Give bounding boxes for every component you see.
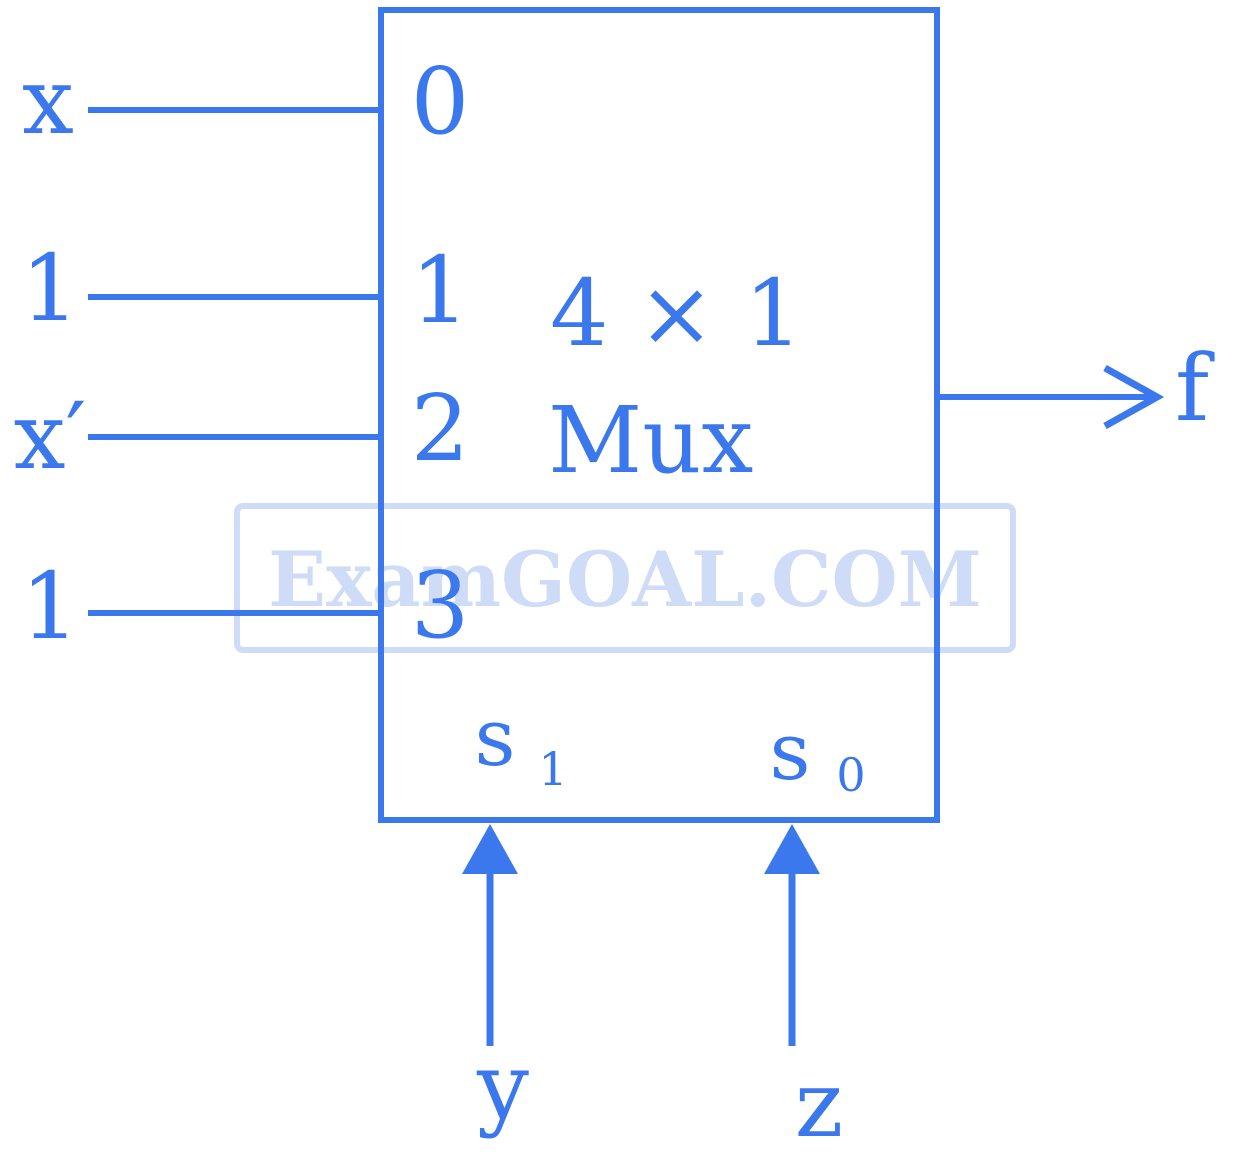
output-arrowhead-icon [1103, 364, 1165, 430]
port-label-3: 3 [411, 552, 470, 659]
select-arrowhead-0-icon [764, 824, 820, 874]
output-signal: f [1175, 335, 1215, 442]
input-signal-0: x [22, 48, 74, 155]
port-label-2: 2 [411, 375, 470, 482]
mux-name-label: Mux [548, 387, 753, 494]
select-index-0: 0 [836, 748, 865, 802]
select-name-1: s [474, 691, 515, 784]
input-signal-3: 1 [21, 553, 80, 660]
select-signal-1: y [476, 1033, 529, 1140]
select-arrowhead-1-icon [462, 824, 518, 874]
input-signal-2: x′ [14, 383, 87, 490]
select-signal-0: z [795, 1051, 843, 1155]
port-label-0: 0 [411, 48, 470, 155]
mux-size-label: 4 × 1 [550, 260, 803, 367]
port-label-1: 1 [411, 237, 470, 344]
watermark-frame [234, 503, 1016, 653]
select-name-0: s [769, 705, 810, 798]
input-signal-1: 1 [21, 235, 80, 342]
watermark-text: ExamGOAL.COM [268, 535, 982, 624]
select-index-1: 1 [538, 742, 567, 796]
mux-box [378, 7, 940, 823]
